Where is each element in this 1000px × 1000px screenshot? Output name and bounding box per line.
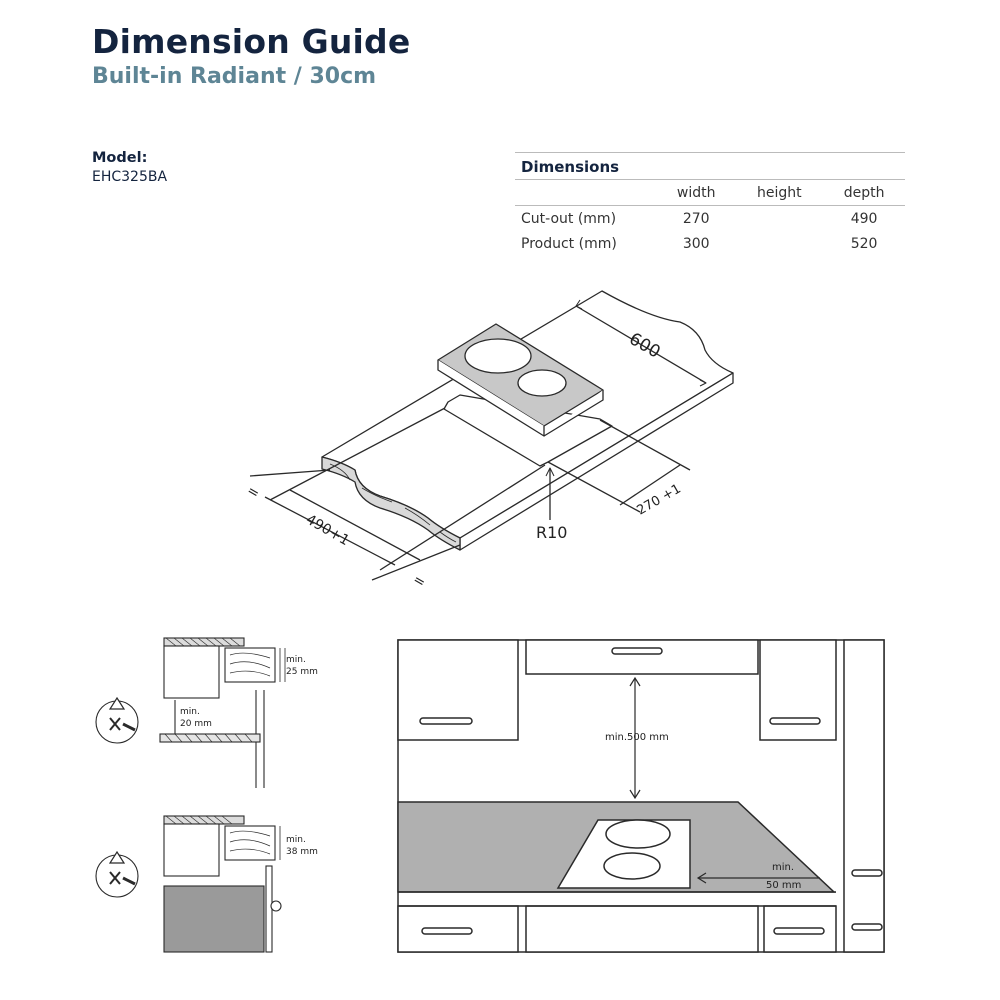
hob-burner-2 [517,369,567,397]
row-depth: 520 [850,235,878,252]
dimensions-table: Dimensions width height depth Cut-out (m… [515,152,905,256]
page-subtitle: Built-in Radiant / 30cm [92,64,377,89]
row-width: 300 [682,235,710,252]
equal-mark-bottom: = [410,572,428,592]
shelf-1 [159,733,261,743]
dimensions-row-header-blank [515,179,657,206]
label-min-500: min.500 mm [605,732,669,743]
model-label: Model: [92,150,148,166]
label-min-20-1: min. [180,707,200,717]
isometric-cutout-diagram: 600 270 +1 490+1 R10 = = [244,290,734,592]
label-490: 490+1 [303,512,352,550]
dimensions-table-title: Dimensions [515,152,905,180]
kitchen-burner-1 [605,819,671,849]
table-row: Product (mm) 300 520 [515,231,905,256]
label-min-25-1: min. [286,655,306,665]
model-value: EHC325BA [92,169,168,185]
label-r10: R10 [536,523,567,542]
wood-block-1 [224,647,276,683]
label-min-20-2: 20 mm [180,719,212,729]
wall-cabinet-left [397,639,519,741]
worktop-break-section [321,456,461,551]
label-min-50-2: 50 mm [766,880,801,891]
row-label: Product (mm) [521,235,617,252]
hob-burner-1 [464,338,532,374]
hob-body-2 [163,823,220,877]
table-row: Cut-out (mm) 270 490 [515,206,905,232]
worktop-top-strip [163,637,245,647]
hob-body-1 [163,645,220,699]
base-cabinet-center [525,905,759,953]
label-270: 270 +1 [635,481,684,518]
row-label: Cut-out (mm) [521,210,617,227]
label-min-38-1: min. [286,835,306,845]
equal-mark-left: = [244,483,262,503]
col-width: width [657,179,736,206]
wall-cabinet-right [759,639,837,741]
kitchen-elevation-diagram: min.500 mm min. 50 mm [397,639,885,953]
oven-body [163,885,265,953]
col-depth: depth [823,179,905,206]
worktop-top-strip-2 [163,815,245,825]
wall-cabinet-center [525,639,759,675]
label-min-50-1: min. [772,862,794,873]
row-depth: 490 [850,210,878,227]
label-min-25-2: 25 mm [286,667,318,677]
label-min-38-2: 38 mm [286,847,318,857]
row-width: 270 [682,210,710,227]
col-height: height [735,179,824,206]
tall-unit [843,639,885,953]
page-title: Dimension Guide [92,22,411,61]
kitchen-burner-2 [603,852,661,880]
cutout-opening [443,394,613,467]
side-section-diagrams: min. 25 mm min. 20 mm min. 38 mm [95,637,318,953]
wood-block-2 [224,825,276,861]
